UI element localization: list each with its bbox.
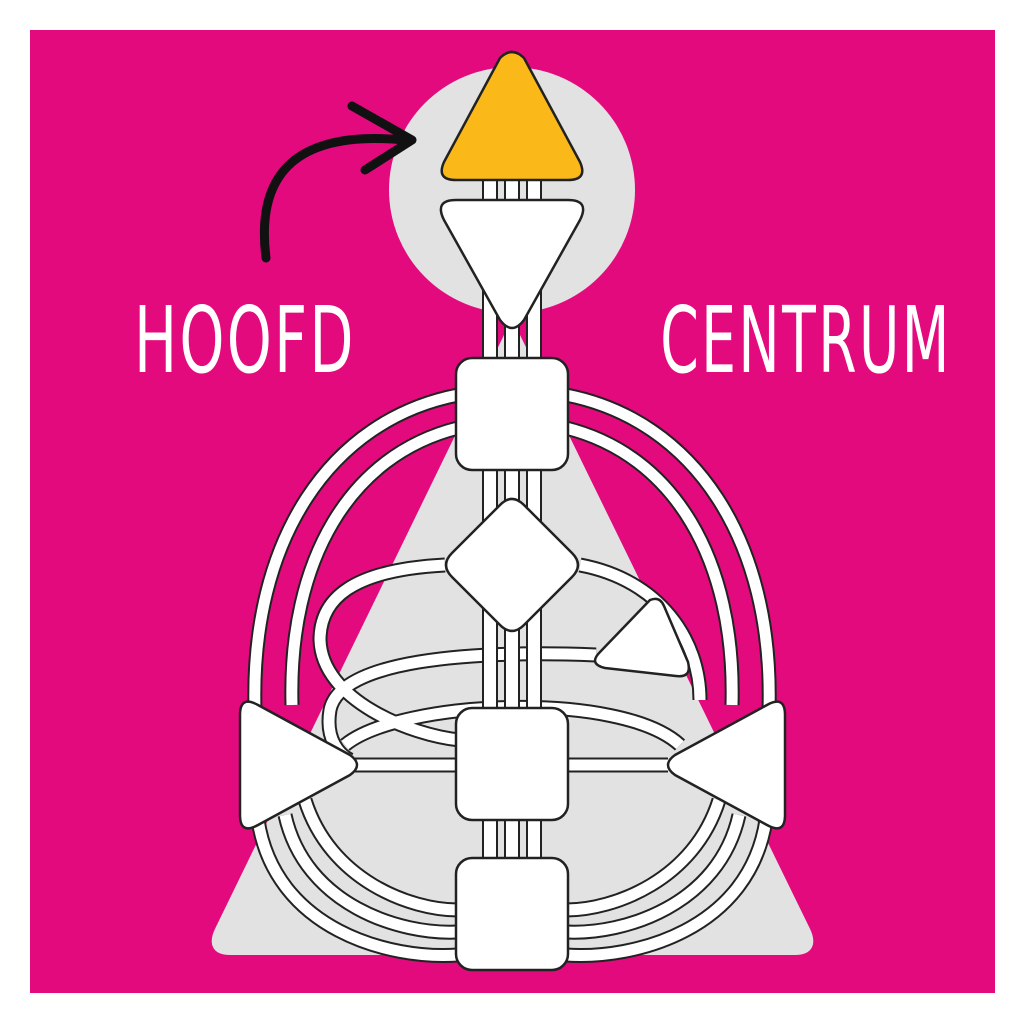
ego-center [593, 597, 690, 678]
sacral-center [454, 706, 570, 822]
ajna-center [439, 198, 585, 330]
label-centrum: CENTRUM [660, 287, 952, 394]
curved-arrow-icon [260, 101, 417, 263]
g-center [444, 497, 580, 633]
root-center [454, 856, 570, 972]
throat-center [454, 356, 570, 472]
spleen-center [238, 700, 359, 830]
head-center [440, 50, 584, 182]
label-hoofd: HOOFD [134, 288, 356, 395]
solar-plexus-center [666, 700, 787, 830]
